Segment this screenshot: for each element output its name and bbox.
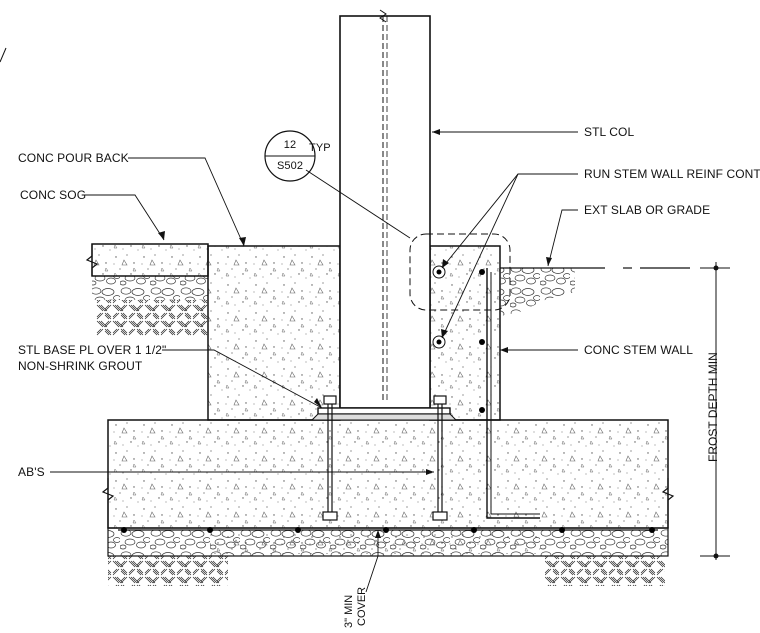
conc-pour-back [207,245,341,421]
arrowheads [158,129,552,538]
leader-lines [50,131,578,593]
break-line-slab [85,244,99,276]
label-cover-line1: 3" MIN [343,594,355,628]
detail-callout-typ: TYP [309,142,331,154]
base-plate [317,407,451,415]
detail-dashed-outline [409,233,511,311]
detail-callout-sheet: S502 [276,160,304,172]
soil-under-slab [96,300,208,336]
detail-callout-number: 12 [283,139,297,151]
rebar-dot [479,269,485,275]
label-stl-base-pl-2: NON-SHRINK GROUT [18,359,143,373]
label-frost-depth: FROST DEPTH MIN [706,352,720,462]
soil-under-footing-right [545,556,665,586]
gravel-under-slab [92,276,208,300]
label-stl-base-pl-1: STL BASE PL OVER 1 1/2" [18,343,167,357]
break-line-left [101,478,115,528]
label-abs: AB'S [18,465,45,479]
steel-column [339,15,431,409]
rebar-dot [479,407,485,413]
anchor-bolts [322,395,448,521]
ext-grade-soil [500,268,575,316]
label-cover-line2: COVER [356,586,368,626]
footing [107,419,669,529]
footing-rebar-dots [121,527,655,533]
conc-sog-slab [91,243,209,277]
label-stl-col: STL COL [584,125,635,139]
break-line-right [661,478,675,528]
soil-under-footing-left [108,556,228,586]
label-conc-pour-back: CONC POUR BACK [18,151,129,165]
grout [310,413,458,421]
label-conc-stem-wall: CONC STEM WALL [584,343,693,357]
label-run-stem-wall-reinf: RUN STEM WALL REINF CONT [584,167,760,181]
rebar-dot [479,339,485,345]
stem-wall-vertical-rebar [486,268,540,519]
label-ext-slab-or-grade: EXT SLAB OR GRADE [584,203,711,217]
label-conc-sog: CONC SOG [20,188,87,202]
footing-cover-zone [210,530,540,554]
